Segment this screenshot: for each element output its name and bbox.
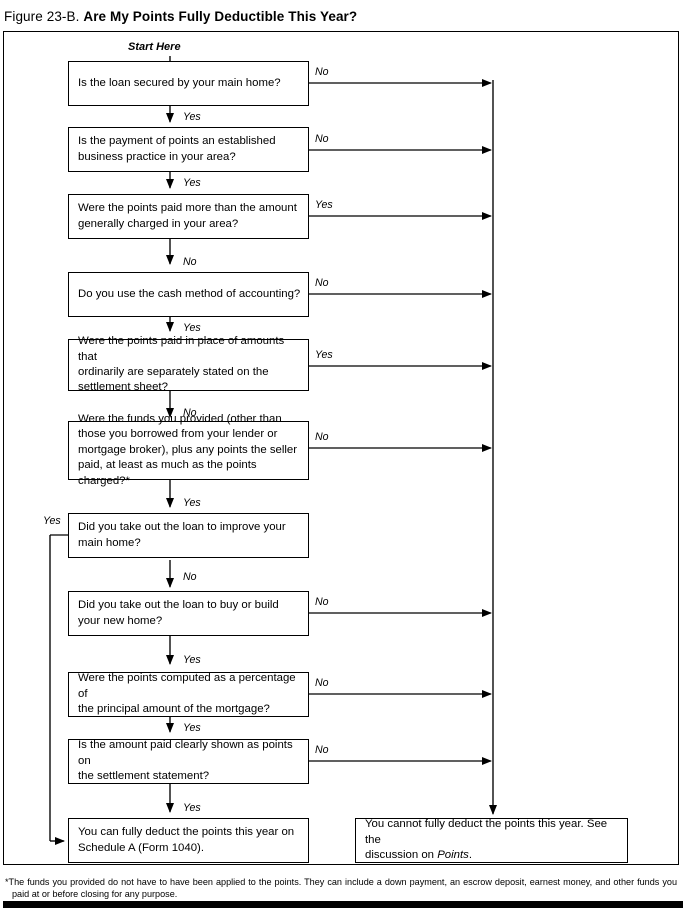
decision-node-points-in-place-of-amounts: Were the points paid in place of amounts… xyxy=(68,335,309,393)
bottom-rule xyxy=(3,901,683,908)
terminal-node-fully-deductible: You can fully deduct the points this yea… xyxy=(68,818,309,863)
edge-label-q10-no: No xyxy=(315,744,329,756)
node-text: Is the payment of points an established … xyxy=(78,135,276,163)
figure-number: Figure 23-B. xyxy=(4,9,80,24)
decision-node-funds-provided: Were the funds you provided (other than … xyxy=(68,413,309,487)
edge-label-q5-no: No xyxy=(183,407,197,419)
edge-label-q4-yes: Yes xyxy=(183,322,201,334)
edge-label-q8-no: No xyxy=(315,596,329,608)
edge-label-q3-no: No xyxy=(183,256,197,268)
node-text: Were the points paid more than the amoun… xyxy=(78,202,297,230)
edge-label-q9-yes: Yes xyxy=(183,722,201,734)
node-text: You cannot fully deduct the points this … xyxy=(365,818,608,862)
edge-label-q1-yes: Yes xyxy=(183,111,201,123)
node-text: Is the loan secured by your main home? xyxy=(78,76,281,89)
edge-label-q2-no: No xyxy=(315,133,329,145)
decision-node-percentage-of-principal: Were the points computed as a percentage… xyxy=(68,672,309,717)
terminal-node-not-fully-deductible: You cannot fully deduct the points this … xyxy=(355,818,628,863)
edge-label-q5-yes: Yes xyxy=(315,349,333,361)
decision-node-shown-on-settlement-statement: Is the amount paid clearly shown as poin… xyxy=(68,739,309,784)
node-text: Is the amount paid clearly shown as poin… xyxy=(78,739,293,783)
edge-label-q7-no: No xyxy=(183,571,197,583)
node-text: You can fully deduct the points this yea… xyxy=(78,826,295,854)
node-text: Did you take out the loan to improve you… xyxy=(78,521,286,549)
decision-node-improve-main-home: Did you take out the loan to improve you… xyxy=(68,513,309,558)
points-emphasis: Points xyxy=(437,849,469,862)
edge-label-q2-yes: Yes xyxy=(183,177,201,189)
edge-label-q9-no: No xyxy=(315,677,329,689)
footnote: *The funds you provided do not have to h… xyxy=(5,877,677,900)
node-text: Do you use the cash method of accounting… xyxy=(78,287,301,300)
page-title: Figure 23-B. Are My Points Fully Deducti… xyxy=(4,8,357,25)
decision-node-buy-or-build-new-home: Did you take out the loan to buy or buil… xyxy=(68,591,309,636)
start-here-label: Start Here xyxy=(128,41,181,53)
decision-node-cash-method: Do you use the cash method of accounting… xyxy=(68,272,309,317)
edge-label-q6-yes: Yes xyxy=(183,497,201,509)
node-text: Were the funds you provided (other than … xyxy=(78,412,298,487)
footnote-text: *The funds you provided do not have to h… xyxy=(5,877,677,899)
edge-label-q1-no: No xyxy=(315,66,329,78)
node-text: Were the points paid in place of amounts… xyxy=(78,335,285,394)
edge-label-q10-yes: Yes xyxy=(183,802,201,814)
edge-label-q8-yes: Yes xyxy=(183,654,201,666)
decision-node-loan-secured: Is the loan secured by your main home? xyxy=(68,61,309,106)
edge-label-q4-no: No xyxy=(315,277,329,289)
edge-label-q6-no: No xyxy=(315,431,329,443)
edge-label-q7-yes: Yes xyxy=(43,515,61,527)
node-text: Were the points computed as a percentage… xyxy=(78,672,296,716)
edge-label-q3-yes: Yes xyxy=(315,199,333,211)
figure-heading: Are My Points Fully Deductible This Year… xyxy=(83,9,358,24)
decision-node-established-practice: Is the payment of points an established … xyxy=(68,127,309,172)
node-text: Did you take out the loan to buy or buil… xyxy=(78,599,279,627)
decision-node-points-more-than-amount: Were the points paid more than the amoun… xyxy=(68,194,309,239)
